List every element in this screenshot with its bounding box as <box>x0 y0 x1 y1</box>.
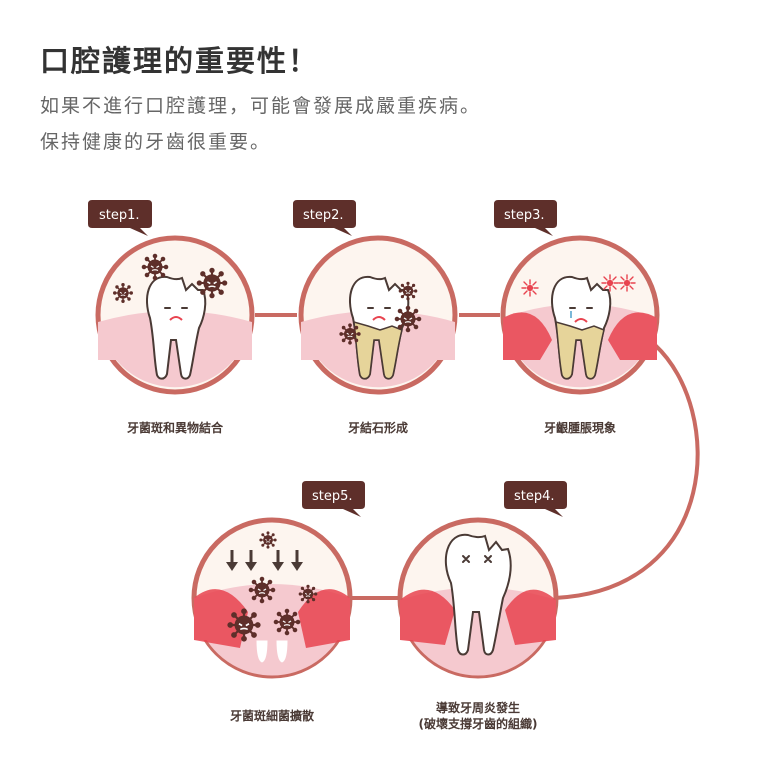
bacteria-icon <box>340 324 360 344</box>
step-2-caption: 牙結石形成 <box>348 420 408 435</box>
bacteria-icon <box>395 306 421 332</box>
step-3-tag-label: step3. <box>504 208 545 223</box>
step-3-caption: 牙齦腫脹現象 <box>544 420 616 435</box>
step-1-caption: 牙菌斑和異物結合 <box>127 420 224 435</box>
step-5-caption: 牙菌斑細菌擴散 <box>230 708 315 723</box>
step-5-tag-label: step5. <box>312 489 353 504</box>
pain-spark-icon <box>522 280 538 296</box>
pain-spark-icon <box>602 275 618 291</box>
step-4 <box>400 520 556 676</box>
step-5-tag: step5. <box>302 481 365 517</box>
step-2-tag: step2. <box>293 200 356 236</box>
step-5 <box>194 520 350 676</box>
bacteria-icon <box>142 254 168 280</box>
bacteria-icon <box>113 283 132 302</box>
step-3 <box>503 238 657 392</box>
bacteria-icon <box>399 282 417 300</box>
step-2-tag-label: step2. <box>303 208 344 223</box>
step-1 <box>98 238 252 392</box>
step-2 <box>301 238 455 392</box>
step-4-tag-label: step4. <box>514 489 555 504</box>
bacteria-icon <box>260 532 277 549</box>
bacteria-icon <box>299 585 317 603</box>
bacteria-icon <box>228 609 260 641</box>
step-4-caption-line-1: 導致牙周炎發生 <box>436 700 520 715</box>
step-4-tag: step4. <box>504 481 567 517</box>
step-1-tag: step1. <box>88 200 152 236</box>
step-1-tag-label: step1. <box>99 208 140 223</box>
bacteria-icon <box>249 577 275 603</box>
step-4-caption-line-2: (破壞支撐牙齒的組織) <box>419 716 538 731</box>
bacteria-icon <box>274 609 300 635</box>
step-3-tag: step3. <box>494 200 557 236</box>
pain-spark-icon <box>619 275 635 291</box>
bacteria-icon <box>197 268 226 297</box>
